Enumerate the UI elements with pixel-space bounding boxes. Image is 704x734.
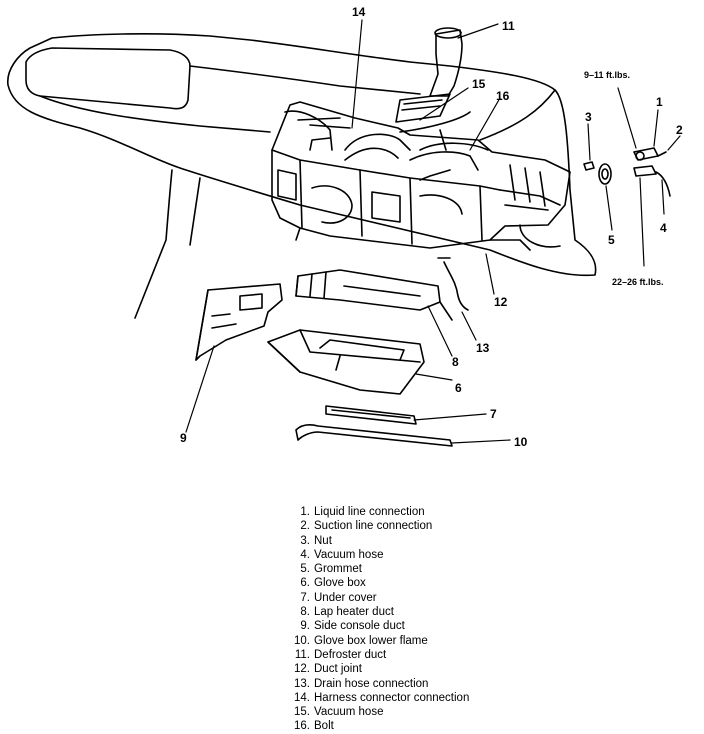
legend-item-label: Lap heater duct	[314, 606, 394, 619]
callout-7: 7	[490, 407, 497, 421]
legend-item-label: Grommet	[314, 563, 362, 576]
callout-2: 2	[676, 123, 683, 137]
legend-item-label: Side console duct	[314, 620, 405, 633]
legend-item-label: Bolt	[314, 720, 334, 733]
legend-item-label: Nut	[314, 534, 332, 547]
side-console-duct	[195, 283, 283, 361]
legend-item-number: 14.	[294, 691, 310, 704]
legend-item: 2. Suction line connection	[282, 519, 582, 533]
legend-item-number: 12.	[294, 663, 310, 676]
legend-item-number: 15.	[294, 706, 310, 719]
torque-spec-upper: 9–11 ft.lbs.	[584, 70, 630, 80]
legend-item-label: Harness connector connection	[314, 691, 470, 704]
legend-item-number: 11.	[294, 648, 310, 661]
callout-10: 10	[514, 435, 528, 449]
heater-unit-assembly	[271, 101, 571, 251]
glove-box	[267, 329, 425, 395]
legend-item-label: Vacuum hose	[314, 706, 384, 719]
vacuum-hose-15	[399, 111, 471, 133]
legend-item-number: 3.	[300, 534, 310, 547]
legend-item-number: 10.	[294, 634, 310, 647]
legend-item-number: 6.	[300, 577, 310, 590]
under-cover	[325, 405, 417, 425]
legend-item-label: Suction line connection	[314, 520, 433, 533]
defroster-duct	[395, 27, 463, 123]
parts-legend: 1. Liquid line connection 2. Suction line c…	[282, 505, 582, 734]
callout-9: 9	[180, 431, 187, 445]
callout-12: 12	[494, 295, 508, 309]
legend-item: 14. Harness connector connection	[282, 691, 582, 705]
legend-item: 10. Glove box lower flame	[282, 634, 582, 648]
legend-item-number: 7.	[300, 591, 310, 604]
legend-item: 9. Side console duct	[282, 619, 582, 633]
leader-lines	[185, 19, 681, 444]
legend-item-label: Glove box lower flame	[314, 634, 428, 647]
legend-item-number: 4.	[300, 548, 310, 561]
legend-item: 3. Nut	[282, 534, 582, 548]
glove-box-lower-frame	[295, 424, 453, 447]
callout-4: 4	[660, 221, 667, 235]
legend-item-number: 2.	[300, 520, 310, 533]
legend-item: 16. Bolt	[282, 719, 582, 733]
legend-item: 1. Liquid line connection	[282, 505, 582, 519]
lap-heater-duct	[295, 269, 453, 321]
legend-item: 8. Lap heater duct	[282, 605, 582, 619]
callout-1: 1	[656, 95, 663, 109]
callout-14: 14	[352, 5, 366, 19]
legend-item-number: 1.	[300, 506, 310, 518]
legend-item-label: Under cover	[314, 591, 377, 604]
callout-5: 5	[608, 233, 615, 247]
drain-hose	[437, 257, 469, 311]
callout-6: 6	[455, 381, 462, 395]
callout-labels: 1 2 3 4 5 6 7 8 9 10 11 12 13 14 15 16 9…	[180, 5, 683, 449]
legend-item: 7. Under cover	[282, 591, 582, 605]
legend-item-number: 16.	[294, 720, 310, 733]
line-fittings	[583, 147, 671, 197]
callout-3: 3	[585, 110, 592, 124]
callout-16: 16	[496, 89, 510, 103]
legend-item-label: Defroster duct	[314, 648, 387, 661]
legend-item-label: Glove box	[314, 577, 366, 590]
legend-item-number: 8.	[300, 606, 310, 619]
legend-item-label: Liquid line connection	[314, 506, 425, 518]
legend-item: 6. Glove box	[282, 576, 582, 590]
torque-spec-lower: 22–26 ft.lbs.	[612, 277, 664, 287]
legend-item-number: 13.	[294, 677, 310, 690]
legend-item: 13. Drain hose connection	[282, 677, 582, 691]
legend-item-label: Duct joint	[314, 663, 362, 676]
legend-item-label: Vacuum hose	[314, 548, 384, 561]
legend-item: 5. Grommet	[282, 562, 582, 576]
legend-item: 11. Defroster duct	[282, 648, 582, 662]
legend-item-label: Drain hose connection	[314, 677, 429, 690]
callout-15: 15	[472, 77, 486, 91]
legend-item-number: 5.	[300, 563, 310, 576]
callout-8: 8	[452, 355, 459, 369]
callout-11: 11	[502, 19, 515, 33]
exploded-view-diagram: 1 2 3 4 5 6 7 8 9 10 11 12 13 14 15 16 9…	[7, 5, 683, 449]
legend-item-number: 9.	[300, 620, 310, 633]
instrument-panel-outline	[7, 33, 597, 319]
callout-13: 13	[476, 341, 490, 355]
legend-item: 4. Vacuum hose	[282, 548, 582, 562]
legend-item: 15. Vacuum hose	[282, 705, 582, 719]
legend-item: 12. Duct joint	[282, 662, 582, 676]
